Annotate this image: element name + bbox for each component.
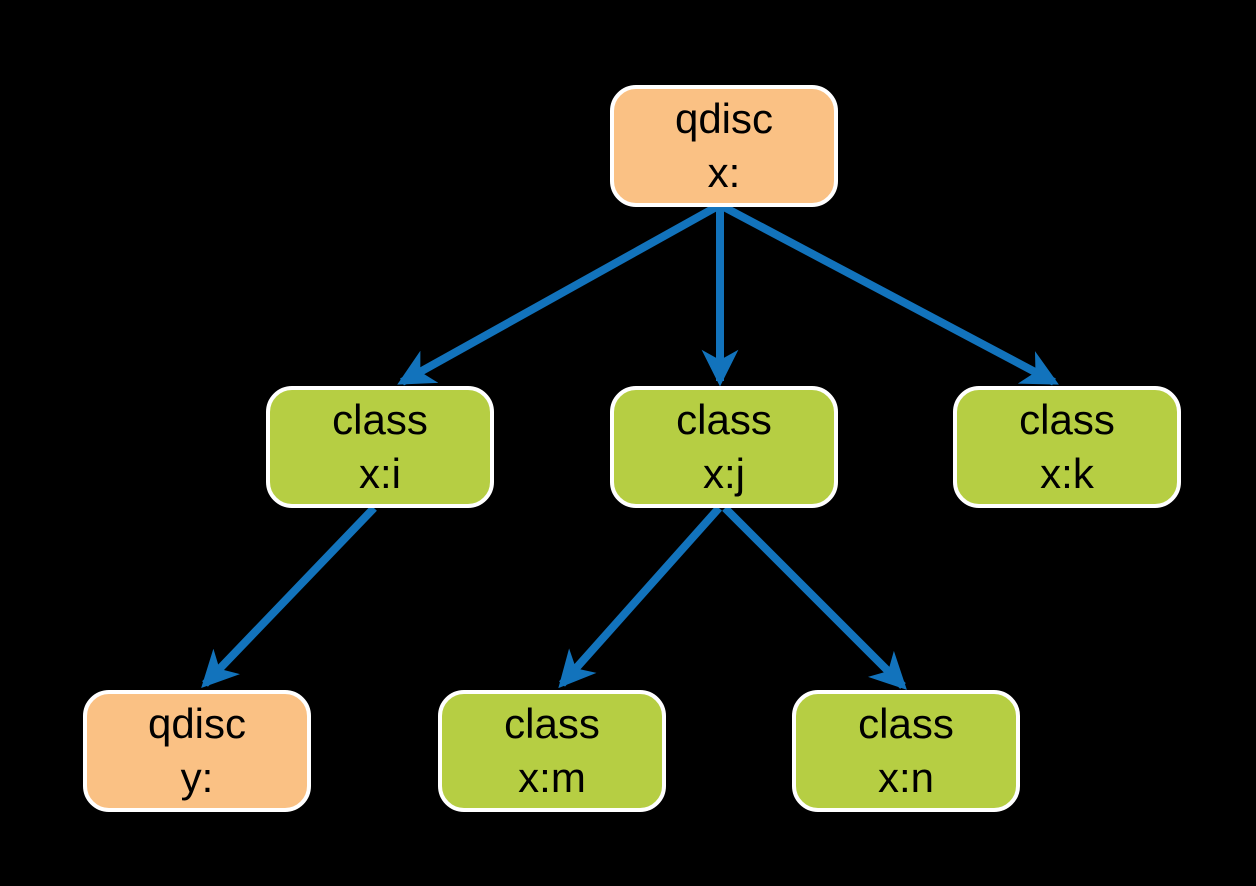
node-type-label: class bbox=[1019, 396, 1115, 444]
node-type-label: class bbox=[504, 700, 600, 748]
node-type-label: class bbox=[676, 396, 772, 444]
node-handle-label: x:k bbox=[1040, 450, 1094, 497]
node-type-label: class bbox=[858, 700, 954, 748]
node-class-x-i: class x:i bbox=[266, 386, 494, 508]
edge-class-x-j-to-class-x-n bbox=[722, 505, 907, 690]
node-handle-label: x: bbox=[707, 149, 741, 196]
node-type-label: qdisc bbox=[674, 95, 774, 143]
node-handle-label: x:n bbox=[877, 754, 935, 801]
edge-qdisc-x-to-class-x-i bbox=[397, 202, 720, 386]
node-handle-label: y: bbox=[180, 754, 214, 801]
edge-qdisc-x-to-class-x-k bbox=[720, 202, 1059, 386]
edge-class-x-j-to-class-x-m bbox=[558, 505, 722, 689]
node-class-x-n: class x:n bbox=[792, 690, 1020, 812]
node-handle-label: x:j bbox=[703, 450, 745, 497]
node-class-x-j: class x:j bbox=[610, 386, 838, 508]
node-type-label: class bbox=[332, 396, 428, 444]
node-handle-label: x:i bbox=[359, 450, 401, 497]
node-class-x-k: class x:k bbox=[953, 386, 1181, 508]
node-class-x-m: class x:m bbox=[438, 690, 666, 812]
node-qdisc-x: qdisc x: bbox=[610, 85, 838, 207]
node-type-label: qdisc bbox=[147, 700, 247, 748]
edge-class-x-i-to-qdisc-y bbox=[201, 505, 377, 688]
node-handle-label: x:m bbox=[518, 754, 586, 801]
node-qdisc-y: qdisc y: bbox=[83, 690, 311, 812]
